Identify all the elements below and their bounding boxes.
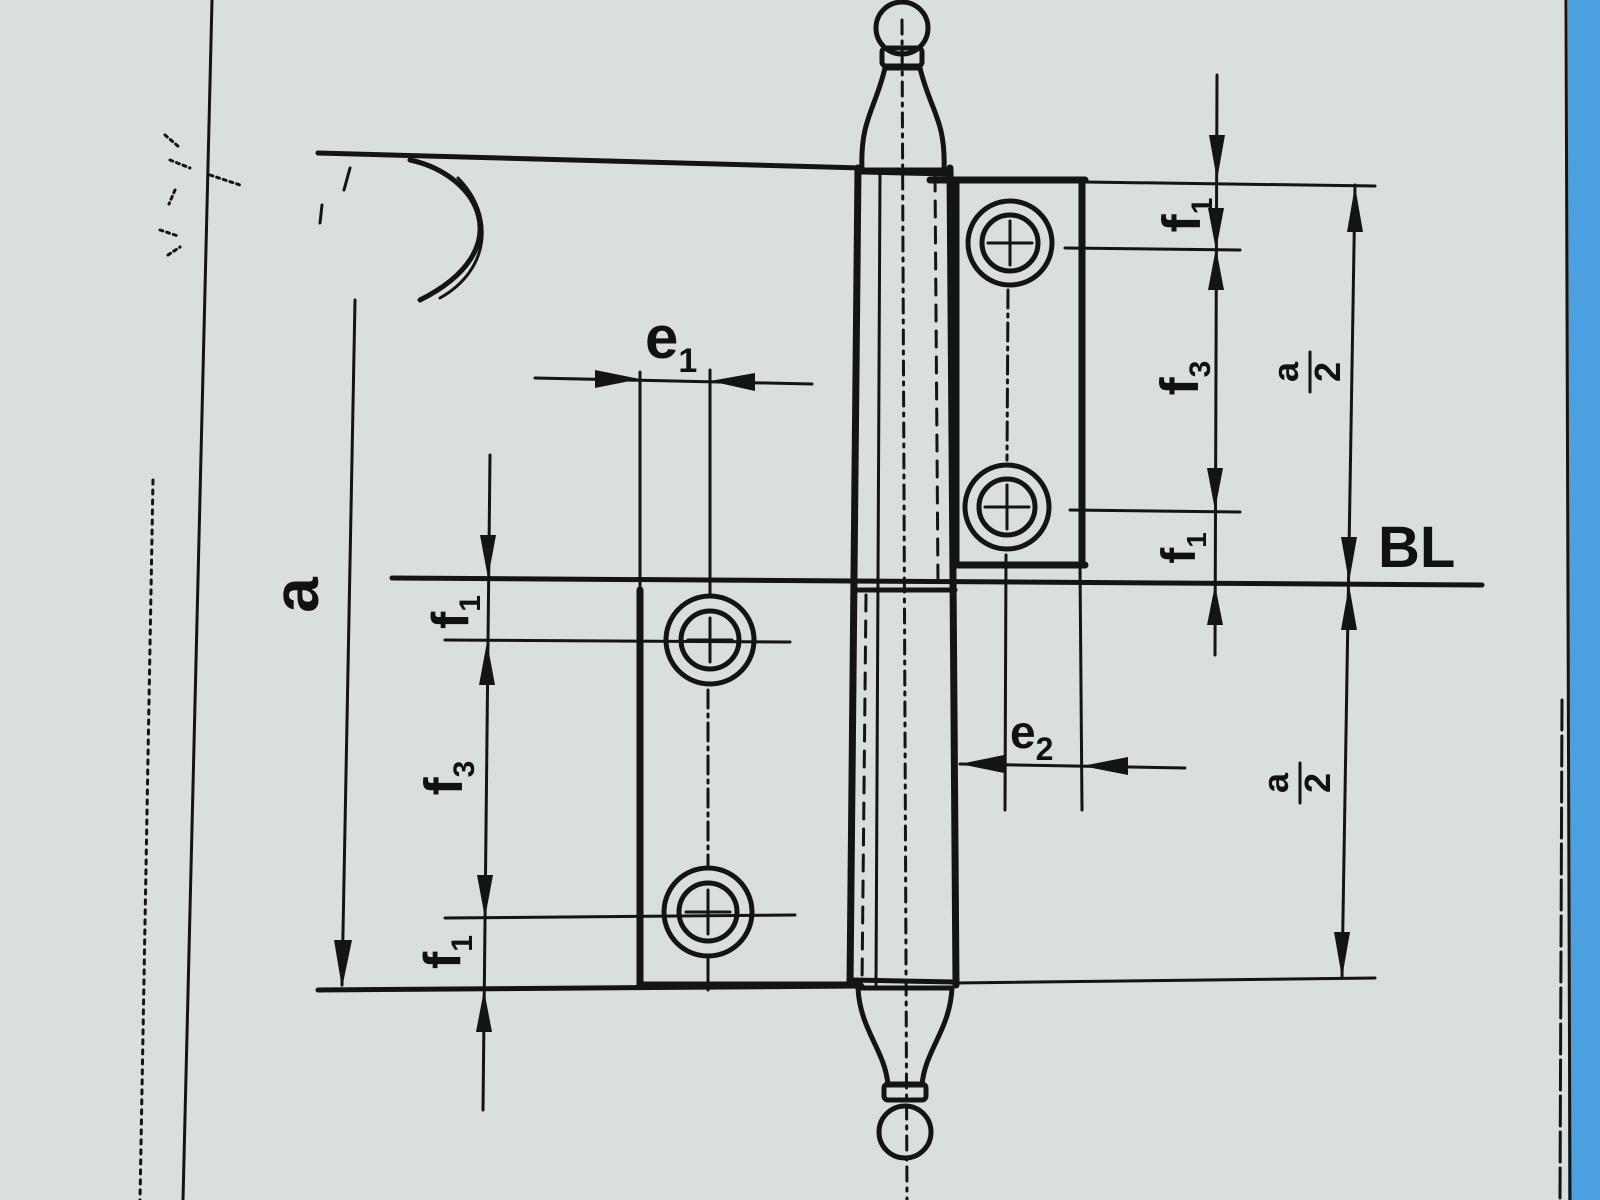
left-margin-lines [138,0,242,1200]
label-f3-lower: f3 [414,761,481,796]
label-e1: e1 [645,304,697,380]
bottom-edge-line [315,983,865,993]
label-f1-upper-top: f1 [1152,198,1219,233]
dimension-e2 [958,755,1187,775]
blue-edge-strip [1568,0,1600,1200]
svg-text:2: 2 [1297,773,1338,793]
label-bl: BL [1378,515,1455,580]
screw-hole-upper-1 [965,198,1055,288]
extension-lines [443,246,1242,920]
svg-text:a: a [1255,772,1296,793]
label-f3-upper: f3 [1150,361,1217,396]
label-a: a [260,577,332,613]
top-edge-line [315,150,865,171]
svg-text:a: a [1265,361,1306,382]
label-f1-lower-bottom: f1 [414,935,479,969]
label-a-half-upper: a 2 [1265,350,1348,394]
paper-edge-line [1564,0,1572,1200]
dimension-f-lower [476,453,496,1112]
bottom-edge-line-right [953,976,1377,985]
leaf-corner-arc-inner [438,176,484,300]
svg-text:2: 2 [1307,362,1348,382]
hinge-knuckle [846,0,960,1200]
dimension-a [334,298,357,988]
upper-right-leaf [926,176,1377,569]
hole-centerlines [706,288,1084,992]
dimension-a-half [1334,183,1363,980]
dimension-f-upper [1207,73,1225,657]
right-margin-line [1558,698,1564,1200]
label-f1-upper-bottom: f1 [1153,532,1212,564]
label-e2: e2 [1010,706,1053,767]
leaf-corner-arc-stub [318,166,352,225]
leaf-corner-arc [407,157,483,303]
dimension-e1 [533,370,814,592]
label-f1-lower-top: f1 [422,595,487,629]
screw-hole-upper-2 [962,462,1052,552]
label-a-half-lower: a 2 [1255,761,1338,805]
bl-baseline [389,575,1485,588]
screw-hole-lower-2 [661,865,755,959]
